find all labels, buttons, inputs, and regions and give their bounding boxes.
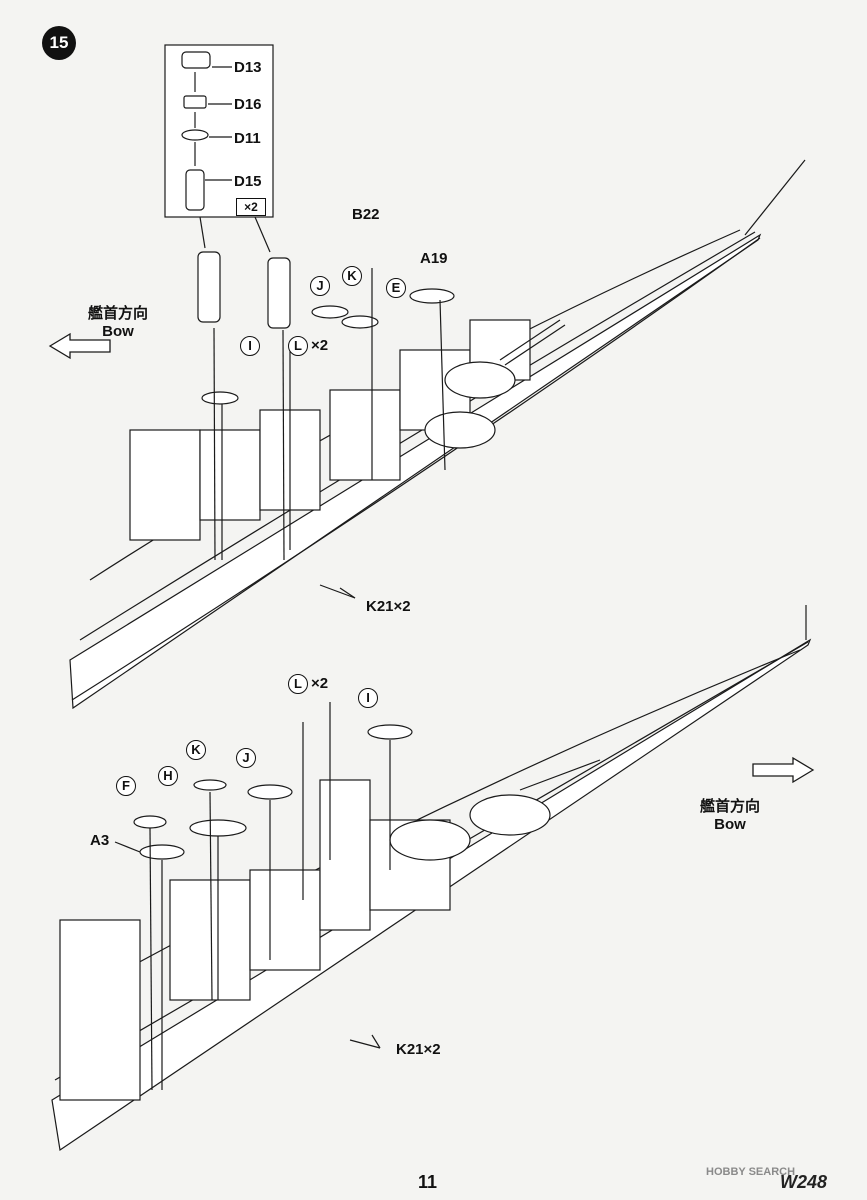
part-circle-i: I (240, 336, 260, 356)
watermark: HOBBY SEARCH (706, 1166, 796, 1178)
part-multiplier-l: ×2 (311, 675, 329, 692)
step-number-badge: 15 (42, 26, 76, 60)
part-circle-f: F (116, 776, 136, 796)
step-number: 15 (49, 33, 69, 52)
bow-arrow-right (752, 756, 815, 784)
part-circle-l: L (288, 674, 308, 694)
inset-multiplier: ×2 (236, 198, 266, 216)
bow-label-en: Bow (714, 816, 746, 833)
part-label-d16: D16 (234, 96, 262, 113)
bow-direction-top: 艦首方向 Bow (88, 305, 148, 341)
part-label-d13: D13 (234, 59, 262, 76)
part-label-a19: A19 (420, 250, 448, 267)
bow-label-jp: 艦首方向 (88, 305, 149, 322)
part-circle-j: J (310, 276, 330, 296)
part-circle-l: L (288, 336, 308, 356)
bow-label-jp: 艦首方向 (700, 798, 761, 815)
part-circle-k: K (342, 266, 362, 286)
part-circle-i: I (358, 688, 378, 708)
bow-arrow-left (48, 332, 111, 360)
page-number: 11 (418, 1172, 438, 1192)
part-circle-e: E (386, 278, 406, 298)
part-multiplier-l: ×2 (311, 337, 329, 354)
part-label-k21: K21×2 (366, 598, 411, 615)
bow-label-en: Bow (102, 323, 134, 340)
part-label-a3: A3 (90, 832, 110, 849)
part-circle-h: H (158, 766, 178, 786)
part-circle-k: K (186, 740, 206, 760)
product-code: W248 (780, 1172, 828, 1192)
part-label-d11: D11 (234, 130, 261, 147)
inset-box (164, 44, 274, 218)
part-label-k21: K21×2 (396, 1041, 441, 1058)
bow-direction-bottom: 艦首方向 Bow (700, 798, 760, 834)
part-circle-j: J (236, 748, 256, 768)
part-label-d15: D15 (234, 173, 262, 190)
part-label-b22: B22 (352, 206, 380, 223)
